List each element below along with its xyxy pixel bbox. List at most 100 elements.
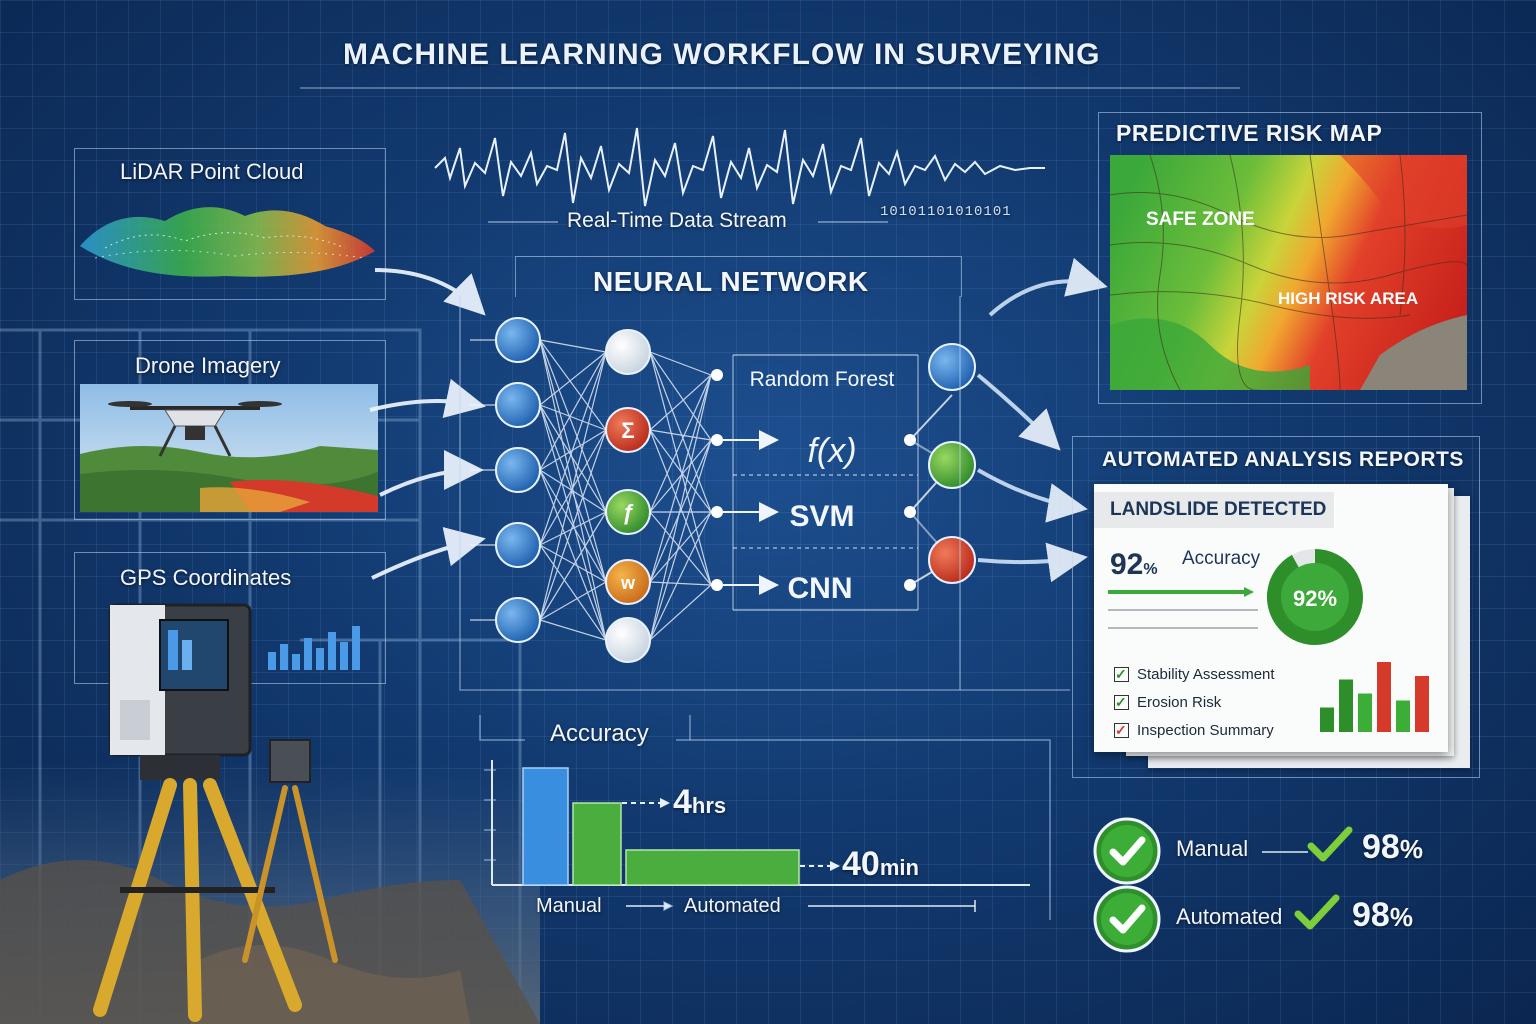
network-title-frame [515,256,962,297]
network-connection [539,351,607,471]
output-node-green [928,441,976,489]
network-connection [649,511,712,641]
network-connection [539,404,607,583]
hidden-node-function [605,489,651,535]
mini-bar [1415,676,1429,732]
report-accuracy-value: 92% [1110,548,1158,581]
network-connection [649,351,712,586]
bar-automated-accuracy [572,802,622,886]
risk-map-frame [1098,112,1482,404]
hidden-node [605,329,651,375]
input-node [495,522,541,568]
stream-label-lines [488,221,888,223]
network-connection [649,351,712,513]
network-connection [649,429,712,441]
network-connection [649,511,712,586]
lidar-label: LiDAR Point Cloud [120,159,304,184]
binary-stream-text: 10101101010101 [880,204,1012,220]
input-node [495,597,541,643]
network-connection [539,619,607,641]
network-connection [649,374,712,583]
checklist-item: ✓ Inspection Summary [1114,721,1274,739]
network-title: NEURAL NETWORK [593,266,869,297]
network-connection [539,339,607,353]
reports-frame [1072,436,1480,778]
weight-symbol: w [620,573,636,593]
network-connection [539,544,607,583]
accuracy-bars [522,767,800,886]
drone-imagery-photo [80,384,378,512]
check-mark-icon [1294,894,1340,930]
drone-panel [74,340,386,520]
high-risk-label: HIGH RISK AREA [1278,289,1418,308]
mini-bar [1396,700,1410,732]
network-connection [649,351,712,441]
network-connection [539,339,607,513]
risk-heatmap: SAFE ZONE HIGH RISK AREA [1110,155,1467,390]
model-random-forest: Random Forest [750,368,895,391]
input-node [495,382,541,428]
network-connection [649,374,712,431]
model-svm: SVM [789,500,854,533]
network-connection [539,429,607,621]
sigma-symbol: Σ [621,418,634,443]
function-symbol: ƒ [622,500,634,525]
network-connection [539,351,607,406]
check-icon: ✓ [1114,694,1129,710]
hidden-node-weight [605,559,651,605]
manual-time-label: 4hrs [673,783,727,821]
checklist-item: ✓ Erosion Risk [1114,693,1222,711]
green-check-badge-icon [1093,817,1161,885]
report-heading-bar [1094,492,1334,528]
network-connection [649,374,712,641]
network-connection [649,429,712,513]
report-accuracy-label: Accuracy [1182,548,1261,569]
lidar-point-cloud-icon [80,207,375,277]
report-heading: LANDSLIDE DETECTED [1110,499,1327,520]
green-check-badge-icon [1093,885,1161,953]
network-connection [539,404,607,641]
network-connection [539,351,607,621]
lidar-panel [74,148,386,300]
network-connection [539,404,607,513]
input-node [495,317,541,363]
network-connection [539,339,607,431]
total-station-icon [93,603,338,1022]
network-connection [539,469,607,513]
check-mark-icon [1307,826,1353,862]
report-mini-bar-chart [1320,662,1429,732]
network-connection [539,339,607,583]
automated-accuracy-value: 98% [1352,896,1413,934]
data-stream-waveform [434,127,1045,207]
drone-label: Drone Imagery [135,353,281,378]
report-card: LANDSLIDE DETECTED 92% Accuracy 92% ✓ St… [1094,484,1448,752]
mini-bar [1320,707,1334,732]
manual-accuracy-value: 98% [1362,828,1423,866]
accuracy-chart-title: Accuracy [550,720,649,747]
drone-icon [108,401,282,457]
gps-signal-bars [268,626,360,670]
mini-bar [1358,693,1372,732]
donut-label: 92% [1293,586,1337,611]
network-connection [539,581,607,621]
automated-time-label: 40min [842,845,919,883]
report-accuracy-lines [1108,587,1258,629]
hidden-node [605,617,651,663]
network-connection [539,511,607,621]
network-connection [649,351,712,376]
reports-title: AUTOMATED ANALYSIS REPORTS [1102,448,1464,471]
hidden-node-sigma [605,407,651,453]
network-connection [649,439,712,641]
stream-label: Real-Time Data Stream [567,209,787,232]
network-connection [539,404,607,431]
comparison-row-automated: Automated 98% [1092,884,1492,954]
axis-label-automated: Automated [684,895,781,917]
bar-manual-accuracy [522,767,569,886]
network-connection [649,511,712,583]
network-connection [649,374,712,513]
check-icon: ✓ [1114,666,1129,682]
mini-bar [1339,679,1353,732]
report-checklist: ✓ Stability Assessment ✓ Erosion Risk ✓ … [1114,660,1275,744]
comparison-row-manual: Manual 98% [1092,816,1492,886]
